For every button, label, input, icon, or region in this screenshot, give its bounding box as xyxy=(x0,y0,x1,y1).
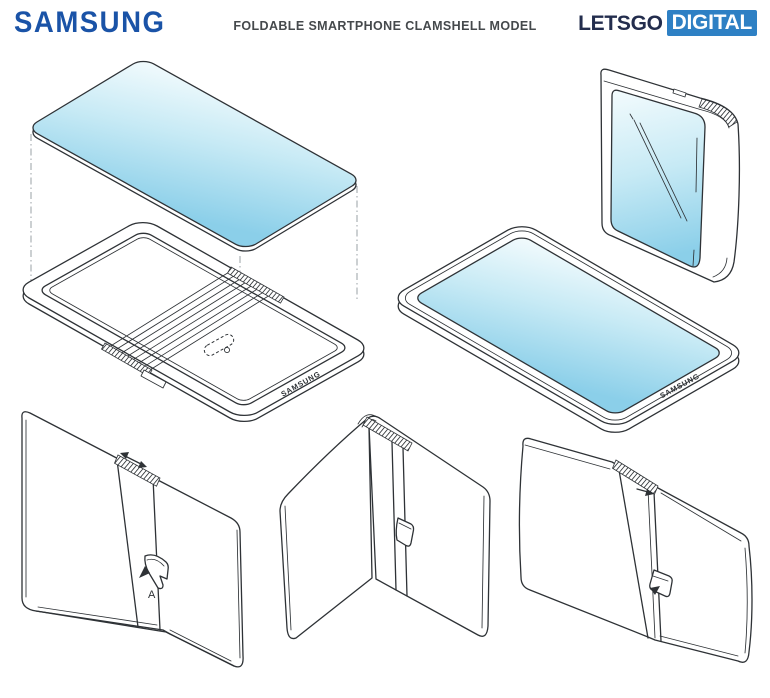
digital-wordmark-badge: DIGITAL xyxy=(666,10,757,36)
frame-latch-step xyxy=(140,369,167,389)
page-header: SAMSUNG FOLDABLE SMARTPHONE CLAMSHELL MO… xyxy=(0,0,770,50)
hinge-spine xyxy=(618,469,662,642)
hidden-sensor-outline xyxy=(203,333,235,357)
latch-arrow-icon xyxy=(139,566,150,578)
sensor-dot xyxy=(223,346,231,354)
slide-direction-arrow-icon xyxy=(636,488,654,496)
left-panel xyxy=(279,417,373,640)
hinge-label: A xyxy=(148,589,156,601)
letsgodigital-logo: LETSGO DIGITAL xyxy=(578,10,757,36)
device-open-frame: SAMSUNG xyxy=(15,218,372,426)
rear-body xyxy=(518,437,753,663)
hinge-hatch-right xyxy=(226,266,285,304)
letsgo-wordmark: LETSGO xyxy=(578,11,663,35)
samsung-logo: SAMSUNG xyxy=(14,6,166,39)
hinge-ribs xyxy=(108,268,276,371)
spine-bottom-inner-edge xyxy=(712,257,728,278)
hinge-hatch xyxy=(362,416,413,452)
hinge-hatch xyxy=(113,454,161,487)
right-panel xyxy=(367,415,491,637)
latch-flap xyxy=(139,554,169,590)
latch-flap xyxy=(395,517,415,547)
page-title: FOLDABLE SMARTPHONE CLAMSHELL MODEL xyxy=(233,19,537,33)
hinge-spine xyxy=(116,459,161,631)
folded-screen xyxy=(610,89,706,268)
figure-folded-closed xyxy=(600,68,741,283)
figure-rear-open-flat: A xyxy=(21,411,244,668)
figure-rear-slightly-folded xyxy=(518,437,753,663)
hinge-hatch xyxy=(611,459,659,495)
top-face-notch xyxy=(672,88,687,98)
figure-rear-half-folded xyxy=(279,414,491,640)
screen-reflection-lines xyxy=(629,113,698,267)
slide-direction-arrow-icon xyxy=(120,452,147,468)
open-screen xyxy=(413,235,725,416)
latch-flap xyxy=(649,569,673,598)
rear-body xyxy=(21,411,244,668)
rear-body-bottom xyxy=(35,610,235,667)
latch-arrow-icon xyxy=(650,586,660,595)
spine-hinge-hatch xyxy=(698,98,738,128)
figure-exploded-view: SAMSUNG xyxy=(15,58,372,426)
flexible-display-panel xyxy=(27,58,362,255)
figure-open-flat: SAMSUNG xyxy=(390,222,747,437)
